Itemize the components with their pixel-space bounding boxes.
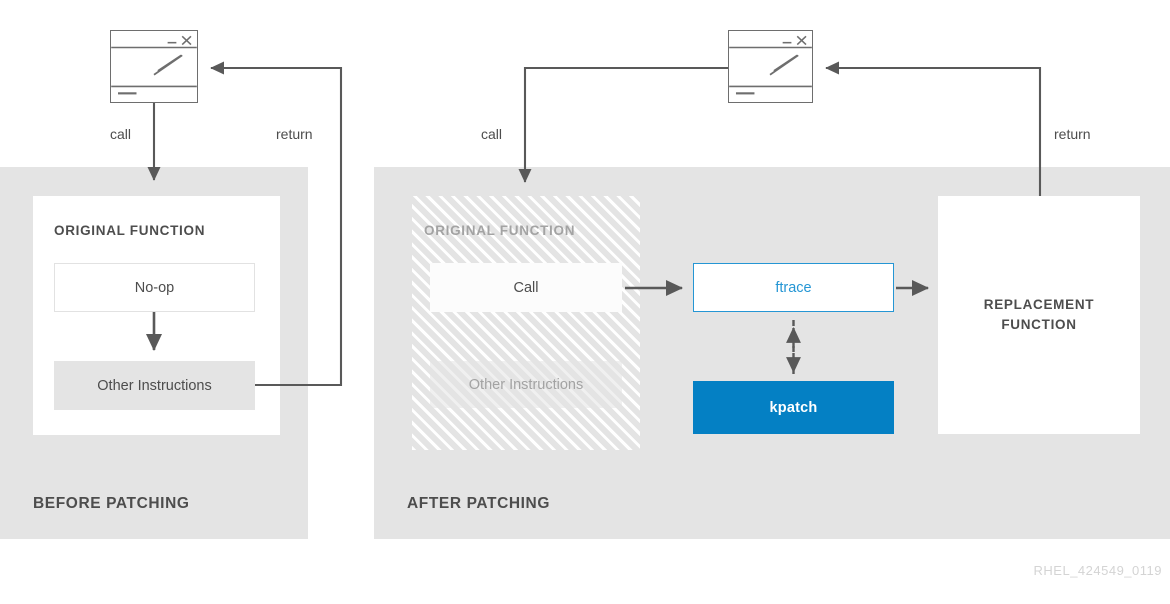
replacement-function-line1: REPLACEMENT xyxy=(983,297,1095,313)
original-function-title-before: ORIGINAL FUNCTION xyxy=(54,223,206,238)
edge-label-call-after: call xyxy=(481,126,503,142)
edge-label-return-before: return xyxy=(276,126,313,142)
caption-before-patching: BEFORE PATCHING xyxy=(33,495,190,512)
block-kpatch: kpatch xyxy=(693,381,894,434)
block-ftrace: ftrace xyxy=(693,263,894,312)
block-other-instructions-before: Other Instructions xyxy=(54,361,255,410)
figure-id-caption: RHEL_424549_0119 xyxy=(1033,563,1162,578)
block-replacement-function: REPLACEMENT FUNCTION xyxy=(938,196,1140,434)
replacement-function-line2: FUNCTION xyxy=(1001,317,1077,332)
block-other-instructions-after: Other Instructions xyxy=(430,361,622,408)
block-call: Call xyxy=(430,263,622,312)
edge-label-return-after: return xyxy=(1054,126,1091,142)
original-function-title-after: ORIGINAL FUNCTION xyxy=(424,223,576,238)
edge-label-call-before: call xyxy=(110,126,132,142)
caption-after-patching: AFTER PATCHING xyxy=(407,495,551,512)
application-window-icon-after xyxy=(728,30,813,103)
edge-call-after xyxy=(518,66,728,183)
application-window-icon-before xyxy=(110,30,198,103)
block-no-op: No-op xyxy=(54,263,255,312)
